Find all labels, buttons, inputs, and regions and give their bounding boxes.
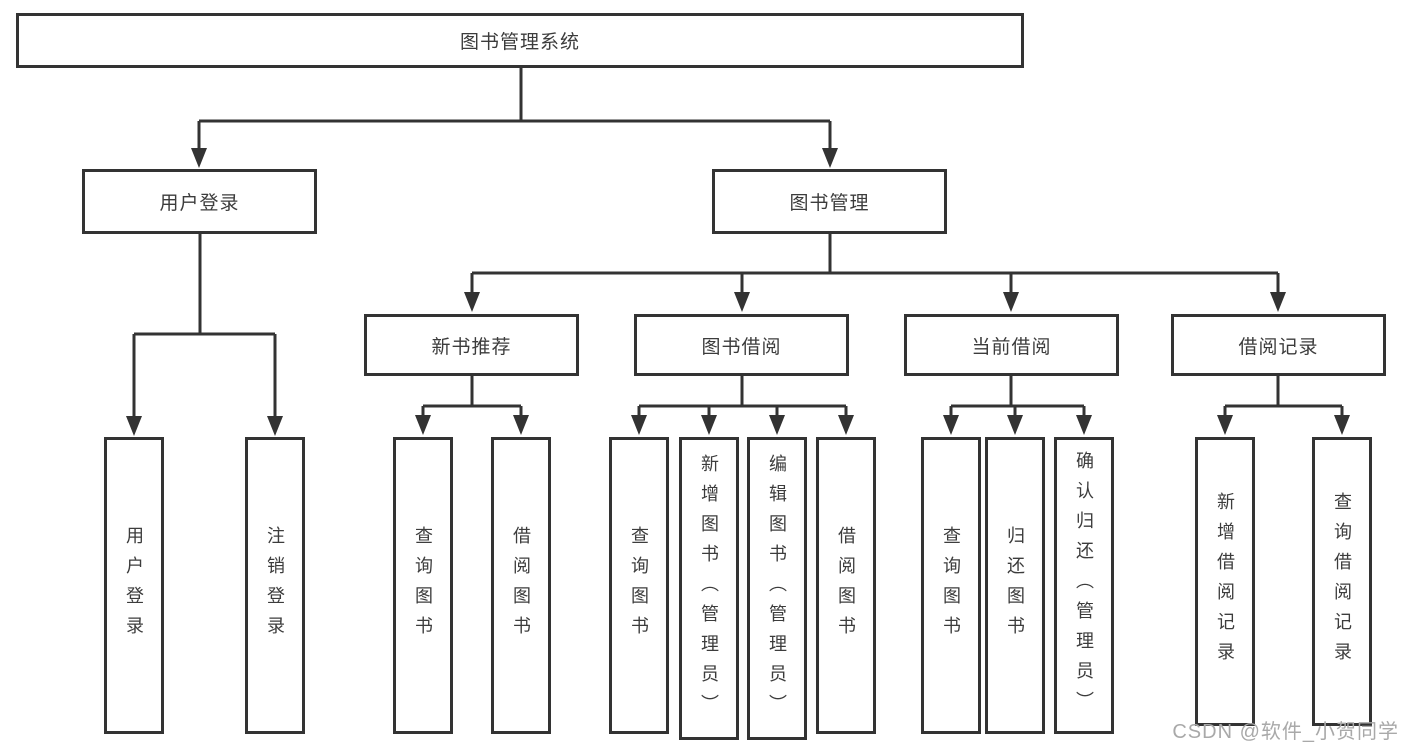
connector-login-to-leaves <box>126 234 283 436</box>
leaf-logout: 注销登录 <box>245 437 305 734</box>
book-management-box: 图书管理 <box>712 169 947 234</box>
connector-root-to-level2 <box>191 68 838 168</box>
connector-recommend-to-leaves <box>415 376 529 435</box>
current-borrow-box: 当前借阅 <box>904 314 1119 376</box>
user-login-box: 用户登录 <box>82 169 317 234</box>
leaf-add-books-admin: 新增图书（管理员） <box>679 437 739 740</box>
leaf-label: 注销登录 <box>265 525 285 646</box>
leaf-edit-books-admin: 编辑图书（管理员） <box>747 437 807 740</box>
system-root-box: 图书管理系统 <box>16 13 1024 68</box>
leaf-query-books-recommend: 查询图书 <box>393 437 453 734</box>
leaf-user-login: 用户登录 <box>104 437 164 734</box>
watermark: CSDN @软件_小贺同学 <box>1172 721 1399 743</box>
leaf-label: 查询图书 <box>413 525 433 646</box>
connector-management-to-level3 <box>464 234 1286 312</box>
leaf-confirm-return-admin: 确认归还（管理员） <box>1054 437 1114 734</box>
leaf-label: 借阅图书 <box>836 525 856 646</box>
leaf-borrow-books: 借阅图书 <box>816 437 876 734</box>
leaf-label: 查询图书 <box>941 525 961 646</box>
leaf-label: 编辑图书（管理员） <box>767 453 787 724</box>
leaf-label: 借阅图书 <box>511 525 531 646</box>
leaf-label: 确认归还（管理员） <box>1074 450 1094 721</box>
leaf-query-books-current: 查询图书 <box>921 437 981 734</box>
leaf-label: 新增图书（管理员） <box>699 453 719 724</box>
leaf-return-books: 归还图书 <box>985 437 1045 734</box>
connector-record-to-leaves <box>1217 376 1350 435</box>
leaf-label: 新增借阅记录 <box>1215 491 1235 672</box>
borrow-record-box: 借阅记录 <box>1171 314 1386 376</box>
leaf-query-books-borrow: 查询图书 <box>609 437 669 734</box>
leaf-label: 用户登录 <box>124 525 144 646</box>
connector-current-to-leaves <box>943 376 1092 435</box>
book-borrow-box: 图书借阅 <box>634 314 849 376</box>
leaf-label: 查询借阅记录 <box>1332 491 1352 672</box>
leaf-query-borrow-record: 查询借阅记录 <box>1312 437 1372 726</box>
leaf-label: 归还图书 <box>1005 525 1025 646</box>
leaf-add-borrow-record: 新增借阅记录 <box>1195 437 1255 726</box>
leaf-borrow-books-recommend: 借阅图书 <box>491 437 551 734</box>
leaf-label: 查询图书 <box>629 525 649 646</box>
new-book-recommend-box: 新书推荐 <box>364 314 579 376</box>
connector-borrow-to-leaves <box>631 376 854 435</box>
